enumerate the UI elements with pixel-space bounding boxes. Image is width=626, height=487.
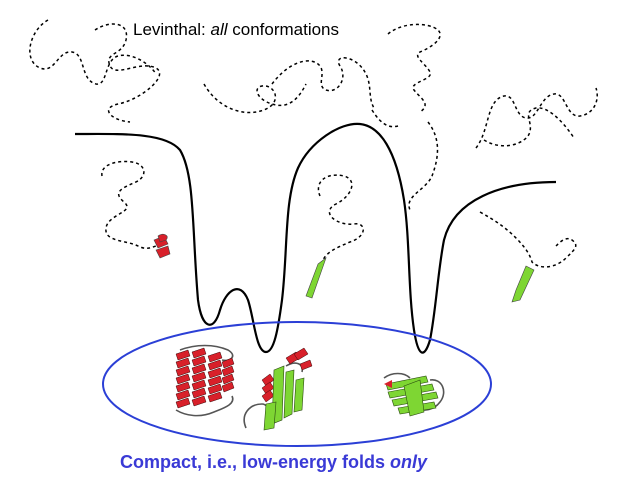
partial-chain-left [101, 160, 157, 250]
unfolded-chain [94, 23, 161, 123]
unfolded-chain [475, 87, 598, 149]
partial-chain-right [479, 211, 577, 268]
unfolded-chain [203, 83, 307, 114]
energy-landscape-curve [74, 122, 557, 354]
partial-chains [101, 160, 577, 268]
folded-protein-beta-sheet [383, 372, 445, 417]
slope-fragments [153, 234, 535, 303]
strand-fragment-right [511, 265, 535, 303]
unfolded-chain [371, 109, 399, 128]
compact-folds-caption: Compact, i.e., low-energy folds only [120, 452, 427, 473]
unfolded-chain [387, 23, 441, 113]
unfolded-chain [408, 121, 439, 211]
folded-protein-helix-bundle [175, 344, 235, 417]
title-prefix: Levinthal: [133, 20, 211, 39]
strand-fragment-middle [305, 257, 327, 299]
unfolded-chain [29, 19, 157, 85]
levinthal-title: Levinthal: all conformations [133, 20, 339, 40]
caption-emphasis: only [390, 452, 428, 472]
compact-folds-ellipse [102, 321, 492, 447]
title-emphasis: all [210, 20, 228, 39]
folded-protein-alpha-beta [243, 347, 313, 431]
partial-chain-middle [317, 174, 364, 263]
unfolded-chain [483, 107, 575, 147]
unfolded-chains [29, 19, 598, 211]
title-suffix: conformations [227, 20, 340, 39]
unfolded-chain [271, 57, 375, 109]
helix-fragment [153, 234, 171, 259]
caption-prefix: Compact, i.e., low-energy folds [120, 452, 391, 472]
